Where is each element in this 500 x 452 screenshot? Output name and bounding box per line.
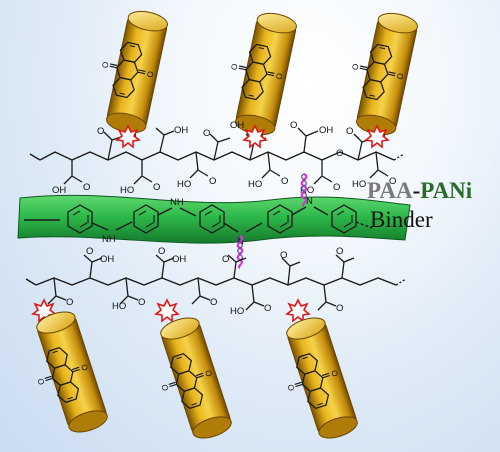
- lower-paa-chain: O OH O OH O O O O HN HO O HN O HO O HN O: [25, 246, 407, 317]
- upper-anthraquinone-unit: [88, 5, 169, 136]
- upper-bottom-group: O: [209, 176, 216, 187]
- upper-bottom-group: O: [281, 176, 288, 187]
- upper-bottom-group: HO: [352, 179, 366, 190]
- upper-top-group: O: [346, 126, 353, 137]
- upper-top-group: OH: [319, 125, 333, 136]
- lower-bottom-group: O: [264, 303, 271, 314]
- lower-bottom-group: O: [210, 297, 217, 308]
- pani-ribbon: [17, 194, 411, 244]
- upper-bottom-group: O: [389, 176, 396, 187]
- upper-anthraquinone-unit: [338, 7, 419, 138]
- lower-top-group: OH: [100, 254, 114, 265]
- upper-bottom-group: HO: [177, 179, 191, 190]
- upper-bottom-group: O: [333, 182, 340, 193]
- lower-anthraquinone-unit: [142, 314, 234, 448]
- pani-imine-label: N: [306, 196, 313, 207]
- pani-label: PANi: [420, 178, 473, 203]
- upper-paa-chain: O NH OH O NH OH O OH O O NH OH O HO O HO…: [29, 120, 405, 196]
- lower-anthraquinone-unit: [268, 314, 360, 448]
- upper-top-group: O: [336, 148, 343, 159]
- lower-bottom-group: HO: [230, 306, 244, 317]
- lower-bottom-group: O: [66, 297, 73, 308]
- upper-top-group: O: [290, 120, 297, 131]
- pani-amine-label: NH: [170, 197, 184, 208]
- lower-top-group: O: [280, 250, 287, 261]
- upper-anthraquinone-unit: [217, 7, 298, 138]
- binder-title: PAA-PANi: [367, 178, 472, 204]
- upper-bottom-group: HO: [120, 185, 134, 196]
- upper-bottom-group: HO: [300, 185, 314, 196]
- upper-top-group: OH: [230, 120, 244, 131]
- upper-bottom-group: OH: [52, 185, 66, 196]
- title-hyphen: -: [412, 178, 421, 203]
- lower-top-group: OH: [172, 254, 186, 265]
- lower-bottom-group: O: [336, 303, 343, 314]
- upper-bottom-group: O: [153, 182, 160, 193]
- upper-bottom-group: HO: [248, 179, 262, 190]
- upper-top-group: O: [203, 128, 210, 139]
- upper-top-group: O: [97, 126, 104, 137]
- lower-anthraquinone-unit: [18, 308, 110, 442]
- pani-amine-label: NH: [102, 234, 116, 245]
- lower-top-group: O: [86, 246, 93, 257]
- lower-bottom-group: HO: [112, 301, 126, 312]
- binder-label: Binder: [370, 207, 433, 232]
- lower-amide-star: [286, 299, 310, 322]
- lower-top-group: O: [222, 254, 229, 265]
- upper-top-group: OH: [174, 125, 188, 136]
- lower-amide-star: [155, 299, 179, 322]
- interaction-helix: [236, 234, 244, 270]
- lower-top-group: O: [158, 246, 165, 257]
- upper-bottom-group: O: [83, 182, 90, 193]
- paa-label: PAA: [367, 178, 413, 203]
- lower-bottom-group: O: [138, 297, 145, 308]
- lower-top-group: O: [336, 246, 343, 257]
